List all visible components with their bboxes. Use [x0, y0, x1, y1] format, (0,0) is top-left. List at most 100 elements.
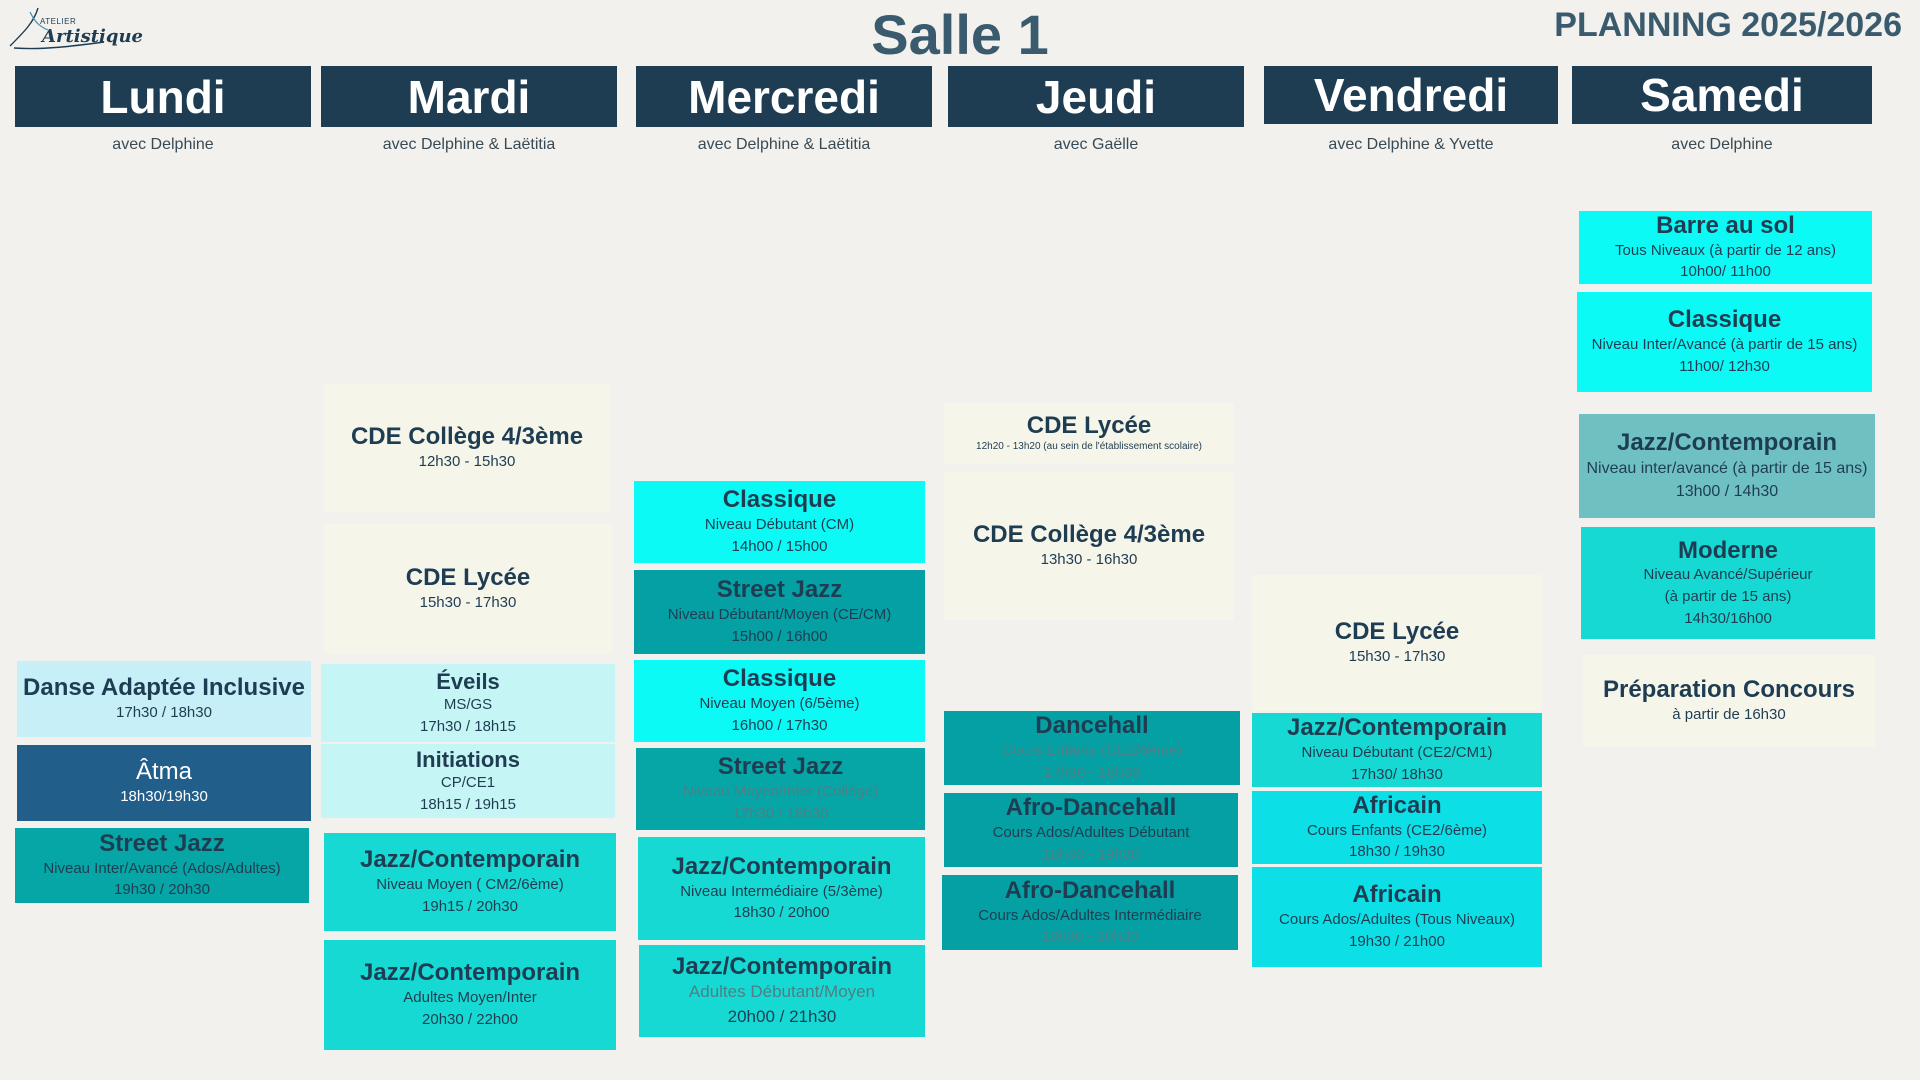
class-hours: 18h30/19h30: [120, 787, 208, 805]
class-card: Classique Niveau Moyen (6/5ème) 16h00 / …: [634, 660, 925, 742]
class-level: Adultes Moyen/Inter: [403, 989, 537, 1007]
class-card: Moderne Niveau Avancé/Supérieur (à parti…: [1581, 527, 1875, 639]
class-hours: 17h30 - 18h30: [1043, 763, 1141, 781]
day-header-samedi: Samedi: [1572, 66, 1872, 124]
class-card: CDE Lycée 15h30 - 17h30: [1252, 575, 1542, 711]
class-title: Afro-Dancehall: [1005, 794, 1177, 822]
class-title: Jazz/Contemporain: [359, 959, 581, 987]
class-hours: 16h00 / 17h30: [731, 716, 828, 734]
class-title: Street Jazz: [99, 829, 225, 857]
class-card: CDE Lycée 15h30 - 17h30: [324, 524, 612, 654]
teacher-lundi: avec Delphine: [112, 136, 214, 153]
class-title: Africain: [1352, 881, 1442, 909]
class-hours: 14h00 / 15h00: [731, 537, 828, 555]
class-card: Barre au sol Tous Niveaux (à partir de 1…: [1579, 211, 1872, 284]
class-hours: 18h30 / 20h00: [733, 904, 830, 922]
class-level: Niveau Débutant/Moyen (CE/CM): [667, 606, 892, 624]
class-title: Jazz/Contemporain: [359, 846, 581, 874]
class-level: Niveau inter/avancé (à partir de 15 ans): [1586, 459, 1868, 477]
class-level: Niveau Moyen ( CM2/6ème): [376, 876, 564, 894]
class-level: Niveau Inter/Avancé (à partir de 15 ans): [1591, 336, 1858, 354]
class-hours: 18h30 - 19h30: [1042, 845, 1140, 863]
class-level: Niveau Avancé/Supérieur: [1643, 566, 1813, 584]
class-title: Classique: [722, 665, 837, 693]
class-level: Niveau Débutant (CM): [704, 516, 855, 534]
class-hours: 19h30 / 21h00: [1349, 932, 1445, 950]
class-hours: 13h30 - 16h30: [1040, 550, 1138, 568]
class-title: Jazz/Contemporain: [1616, 429, 1838, 457]
teacher-jeudi: avec Gaëlle: [1053, 136, 1139, 153]
class-title: CDE Lycée: [1334, 618, 1460, 646]
class-card: Jazz/Contemporain Adultes Débutant/Moyen…: [639, 945, 925, 1037]
dancer-logo-icon: [9, 7, 105, 50]
class-title: Classique: [1667, 306, 1782, 334]
class-title: Moderne: [1677, 536, 1778, 564]
class-card: Initiations CP/CE1 18h15 / 19h15: [321, 744, 615, 818]
class-card: Africain Cours Ados/Adultes (Tous Niveau…: [1252, 867, 1542, 967]
class-level: Cours Enfants (CE2/6ème): [1306, 821, 1488, 839]
class-card: Éveils MS/GS 17h30 / 18h15: [321, 664, 615, 742]
class-card: Afro-Dancehall Cours Ados/Adultes Débuta…: [944, 793, 1238, 867]
class-hours: 14h30/16h00: [1684, 609, 1772, 627]
class-title: Âtma: [135, 758, 192, 786]
class-title: CDE Lycée: [405, 564, 531, 592]
class-level: Niveau Intermédiaire (5/3ème): [680, 882, 883, 900]
class-level: à partir de 16h30: [1672, 705, 1786, 723]
class-hours: 15h30 - 17h30: [419, 593, 517, 611]
class-level-age: (à partir de 15 ans): [1664, 587, 1792, 605]
day-header-lundi: Lundi: [15, 66, 311, 127]
class-level: Cours Ados/Adultes Intermédiaire: [978, 906, 1202, 924]
class-hours: 12h30 - 15h30: [418, 452, 516, 470]
class-hours: 20h30 / 22h00: [422, 1010, 518, 1028]
teacher-mercredi: avec Delphine & Laëtitia: [697, 136, 871, 153]
teacher-mardi: avec Delphine & Laëtitia: [382, 136, 556, 153]
class-title: Danse Adaptée Inclusive: [23, 674, 305, 702]
logo: ATELIER Artistique: [4, 2, 143, 54]
class-card: Street Jazz Niveau Débutant/Moyen (CE/CM…: [634, 570, 925, 654]
class-title: Classique: [722, 486, 837, 514]
class-card: Âtma 18h30/19h30: [17, 745, 311, 821]
class-hours: 10h00/ 11h00: [1680, 263, 1771, 281]
class-title: Street Jazz: [717, 753, 844, 781]
planning-year: PLANNING 2025/2026: [1554, 6, 1902, 44]
teacher-vendredi: avec Delphine & Yvette: [1328, 136, 1494, 153]
class-title: Initiations: [416, 746, 520, 772]
class-card: Street Jazz Niveau Moyen/Inter (Collège)…: [636, 748, 925, 830]
class-card: Danse Adaptée Inclusive 17h30 / 18h30: [17, 661, 311, 737]
class-card: Jazz/Contemporain Niveau Intermédiaire (…: [638, 837, 925, 940]
class-title: Préparation Concours: [1602, 676, 1856, 704]
class-hours: 19h15 / 20h30: [422, 897, 518, 915]
class-level: Adultes Débutant/Moyen: [688, 982, 876, 1002]
class-level: Niveau Débutant (CE2/CM1): [1301, 744, 1493, 762]
class-level: Tous Niveaux (à partir de 12 ans): [1615, 241, 1836, 259]
page-title: Salle 1: [871, 3, 1049, 66]
day-header-vendredi: Vendredi: [1264, 66, 1558, 124]
class-title: Éveils: [436, 668, 500, 694]
class-hours: 17h30 / 18h15: [420, 717, 516, 735]
class-hours: 15h30 - 17h30: [1348, 647, 1446, 665]
class-title: Afro-Dancehall: [1004, 876, 1176, 904]
class-card: CDE Collège 4/3ème 13h30 - 16h30: [944, 472, 1234, 620]
class-title: Jazz/Contemporain: [671, 952, 893, 980]
day-header-mardi: Mardi: [321, 66, 617, 127]
class-title: CDE Lycée: [1026, 412, 1152, 440]
class-level: Niveau Moyen/Inter (Collège): [682, 783, 879, 801]
class-card: Classique Niveau Débutant (CM) 14h00 / 1…: [634, 481, 925, 563]
class-hours: 20h00 / 21h30: [727, 1006, 837, 1026]
class-title: Jazz/Contemporain: [1286, 714, 1508, 742]
class-hours: 19h30 - 20h30: [1041, 928, 1139, 946]
class-card: CDE Collège 4/3ème 12h30 - 15h30: [324, 384, 610, 512]
class-title: Barre au sol: [1656, 211, 1795, 239]
class-level: Niveau Moyen (6/5ème): [699, 695, 860, 713]
class-level: Niveau Inter/Avancé (Ados/Adultes): [43, 859, 281, 877]
logo-text-small: ATELIER: [40, 17, 77, 26]
class-card: Classique Niveau Inter/Avancé (à partir …: [1577, 292, 1872, 392]
day-header-jeudi: Jeudi: [948, 66, 1244, 127]
class-card: Jazz/Contemporain Niveau Débutant (CE2/C…: [1252, 713, 1542, 787]
class-level: Cours Ados/Adultes (Tous Niveaux): [1279, 911, 1515, 929]
class-card: Jazz/Contemporain Niveau inter/avancé (à…: [1579, 414, 1875, 518]
class-hours: 17h30/ 18h30: [1351, 765, 1443, 783]
class-hours: 17h30 / 18h30: [732, 804, 829, 822]
class-hours: 15h00 / 16h00: [731, 627, 828, 645]
class-hours: 11h00/ 12h30: [1679, 357, 1770, 375]
